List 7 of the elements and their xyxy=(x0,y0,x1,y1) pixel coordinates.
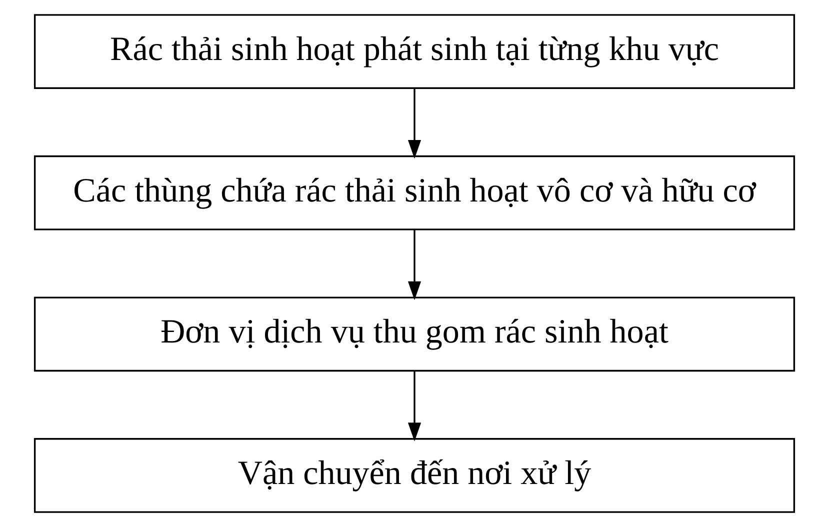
node-box: Vận chuyển đến nơi xử lý xyxy=(34,438,796,513)
node-box: Các thùng chứa rác thải sinh hoạt vô cơ và hữu cơ xyxy=(34,155,796,230)
node-box: Đơn vị dịch vụ thu gom rác sinh hoạt xyxy=(34,296,796,372)
arrow xyxy=(408,371,422,442)
arrow xyxy=(408,88,422,159)
arrow xyxy=(408,230,422,300)
node-box: Rác thải sinh hoạt phát sinh tại từng khu vực xyxy=(34,14,796,89)
